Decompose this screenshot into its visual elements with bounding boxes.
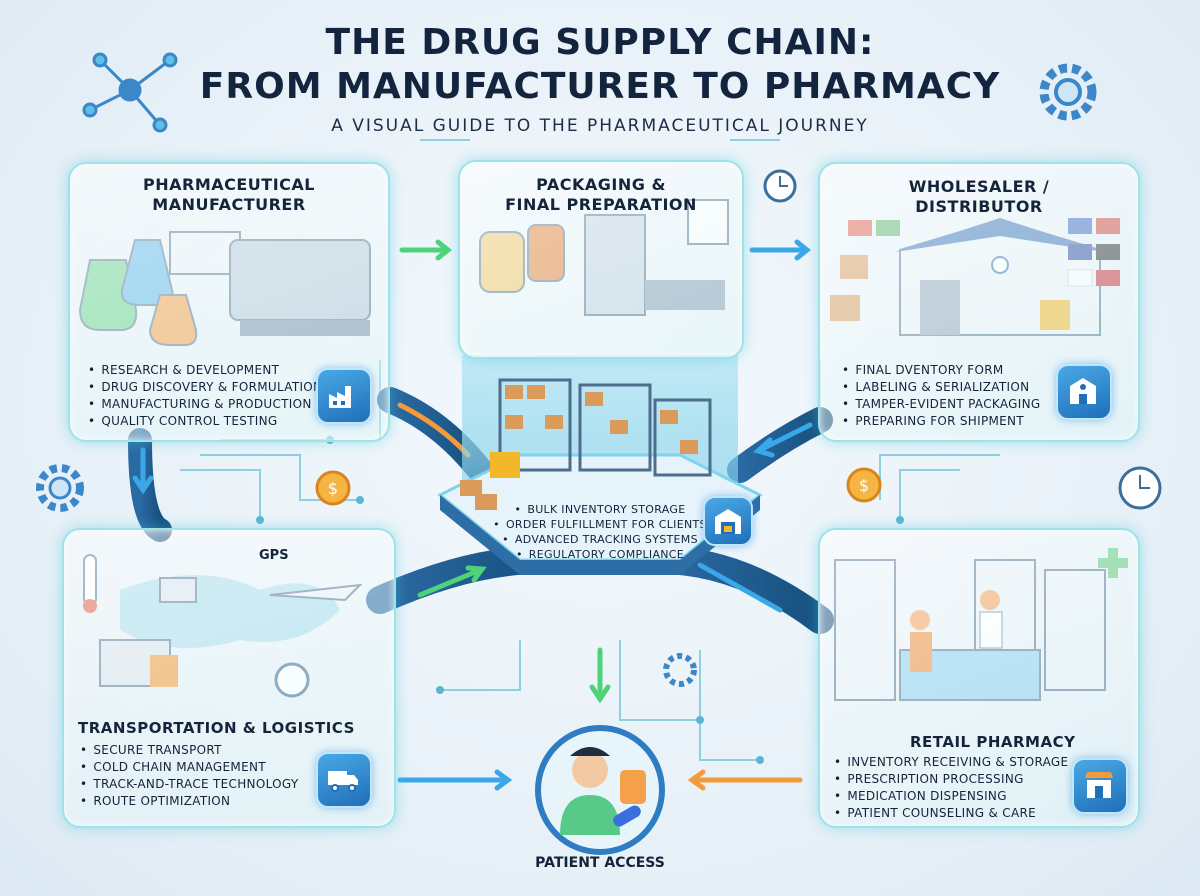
transport-title: TRANSPORTATION & LOGISTICS xyxy=(78,719,355,737)
list-item: MEDICATION DISPENSING xyxy=(834,788,1068,805)
gear-icon xyxy=(663,653,697,687)
wholesaler-panel: WHOLESALER / DISTRIBUTOR FINAL DVENTORY … xyxy=(818,162,1140,442)
list-item: REGULATORY COMPLIANCE xyxy=(480,547,720,562)
svg-text:$: $ xyxy=(859,476,869,495)
packaging-panel: PACKAGING & FINAL PREPARATION xyxy=(458,160,744,359)
list-item: DRUG DISCOVERY & FORMULATION xyxy=(88,379,322,396)
gps-label: GPS xyxy=(259,548,289,563)
list-item: FINAL DVENTORY FORM xyxy=(842,362,1040,379)
patient-avatar xyxy=(535,725,665,855)
list-item: ORDER FULFILLMENT FOR CLIENTS xyxy=(480,517,720,532)
transport-panel: GPS TRANSPORTATION & LOGISTICS SECURE TR… xyxy=(62,528,396,828)
packaging-title-line1: PACKAGING & xyxy=(536,175,666,194)
coin-icon: $ xyxy=(846,467,882,503)
list-item: TRACK-AND-TRACE TECHNOLOGY xyxy=(80,776,299,793)
manufacturer-list: RESEARCH & DEVELOPMENT DRUG DISCOVERY & … xyxy=(88,362,322,430)
packaging-title-line2: FINAL PREPARATION xyxy=(505,195,697,214)
pharmacy-list: INVENTORY RECEIVING & STORAGE PRESCRIPTI… xyxy=(834,754,1068,822)
list-item: MANUFACTURING & PRODUCTION xyxy=(88,396,322,413)
storefront-icon xyxy=(1072,758,1128,814)
manufacturer-panel: PHARMACEUTICAL MANUFACTURER RESEARCH & D… xyxy=(68,162,390,442)
storage-shelves xyxy=(460,378,712,510)
truck-icon xyxy=(316,752,372,808)
list-item: PRESCRIPTION PROCESSING xyxy=(834,771,1068,788)
warehouse-list: BULK INVENTORY STORAGE ORDER FULFILLMENT… xyxy=(480,502,720,562)
list-item: TAMPER-EVIDENT PACKAGING xyxy=(842,396,1040,413)
patient-access-label: PATIENT ACCESS xyxy=(535,855,665,871)
pharmacy-title: RETAIL PHARMACY xyxy=(910,733,1076,751)
wholesaler-list: FINAL DVENTORY FORM LABELING & SERIALIZA… xyxy=(842,362,1040,430)
list-item: BULK INVENTORY STORAGE xyxy=(480,502,720,517)
manufacturer-title-line2: MANUFACTURER xyxy=(152,195,306,214)
page-title-line2: FROM MANUFACTURER TO PHARMACY xyxy=(199,66,1001,107)
page-title-line1: THE DRUG SUPPLY CHAIN: xyxy=(325,22,875,63)
gear-icon xyxy=(1039,63,1097,121)
list-item: QUALITY CONTROL TESTING xyxy=(88,413,322,430)
clock-icon xyxy=(763,169,797,203)
wholesaler-title-line2: DISTRIBUTOR xyxy=(915,197,1043,216)
transport-list: SECURE TRANSPORT COLD CHAIN MANAGEMENT T… xyxy=(80,742,299,810)
manufacturer-title-line1: PHARMACEUTICAL xyxy=(143,175,315,194)
building-icon xyxy=(1056,364,1112,420)
list-item: PATIENT COUNSELING & CARE xyxy=(834,805,1068,822)
factory-icon xyxy=(316,368,372,424)
list-item: ADVANCED TRACKING SYSTEMS xyxy=(480,532,720,547)
svg-text:$: $ xyxy=(328,479,338,498)
list-item: PREPARING FOR SHIPMENT xyxy=(842,413,1040,430)
pharmacy-panel: RETAIL PHARMACY INVENTORY RECEIVING & ST… xyxy=(818,528,1140,828)
molecule-icon xyxy=(82,52,178,133)
warehouse-icon xyxy=(703,496,753,546)
list-item: RESEARCH & DEVELOPMENT xyxy=(88,362,322,379)
list-item: LABELING & SERIALIZATION xyxy=(842,379,1040,396)
page-subtitle: A VISUAL GUIDE TO THE PHARMACEUTICAL JOU… xyxy=(331,116,869,136)
list-item: ROUTE OPTIMIZATION xyxy=(80,793,299,810)
list-item: COLD CHAIN MANAGEMENT xyxy=(80,759,299,776)
wholesaler-title-line1: WHOLESALER / xyxy=(908,177,1050,196)
flow-arrows xyxy=(132,239,813,791)
gear-icon xyxy=(36,464,84,512)
coin-icon: $ xyxy=(315,470,351,506)
list-item: SECURE TRANSPORT xyxy=(80,742,299,759)
list-item: INVENTORY RECEIVING & STORAGE xyxy=(834,754,1068,771)
clock-icon xyxy=(1118,466,1162,510)
